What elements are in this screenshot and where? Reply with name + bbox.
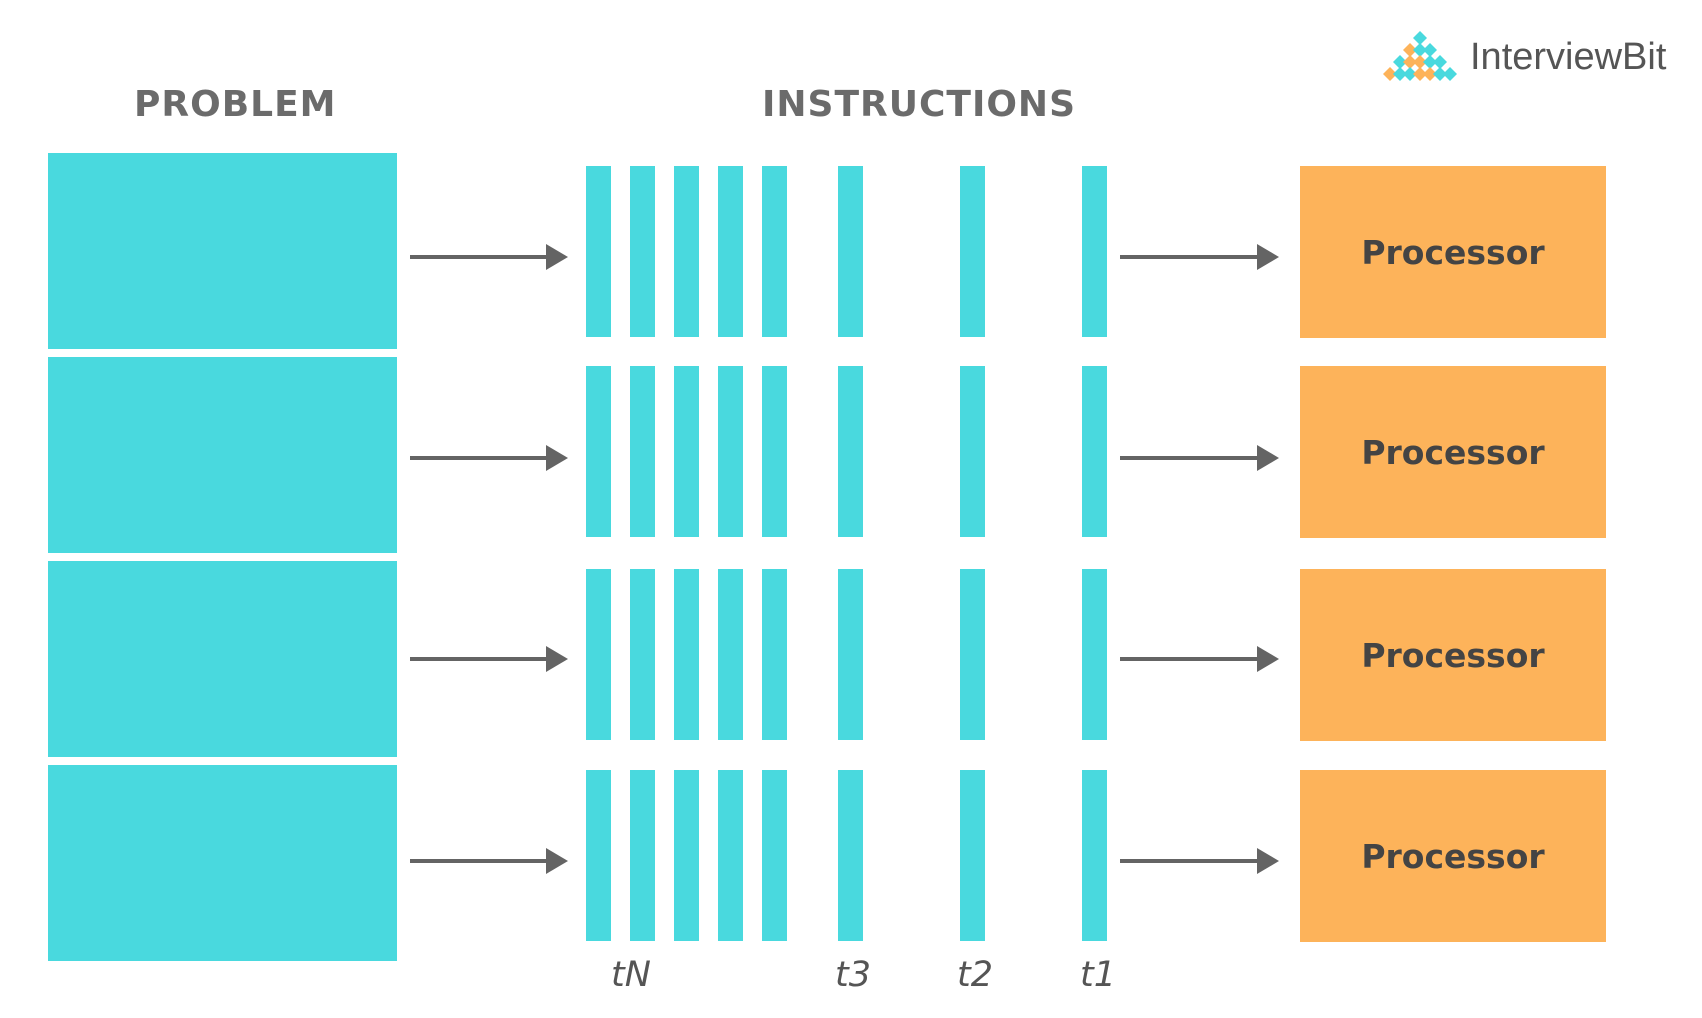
instruction-bar: [674, 770, 699, 941]
instruction-bar: [838, 770, 863, 941]
instruction-bar: [960, 166, 985, 337]
instructions-to-processor-arrow: [1120, 848, 1279, 874]
time-label-tN: tN: [611, 955, 651, 995]
instruction-bar: [718, 166, 743, 337]
problem-to-instructions-arrow: [410, 445, 568, 471]
instruction-bar: [960, 770, 985, 941]
problem-block-4: [48, 765, 397, 961]
instruction-bar: [674, 166, 699, 337]
time-label-t2: t2: [957, 955, 993, 995]
instruction-bar: [762, 770, 787, 941]
instruction-bar: [838, 366, 863, 537]
instruction-bar: [674, 569, 699, 740]
processor-label: Processor: [1361, 232, 1545, 272]
instruction-bar: [586, 366, 611, 537]
instruction-bar: [1082, 569, 1107, 740]
processor-box: Processor: [1300, 166, 1606, 338]
instruction-bar: [586, 569, 611, 740]
instruction-bar: [630, 166, 655, 337]
instructions-to-processor-arrow: [1120, 445, 1279, 471]
instruction-bar: [630, 569, 655, 740]
instructions-heading: INSTRUCTIONS: [762, 84, 1076, 125]
instruction-bar: [960, 366, 985, 537]
processor-label: Processor: [1361, 836, 1545, 876]
instruction-bar: [1082, 366, 1107, 537]
instruction-bar: [630, 770, 655, 941]
instruction-bar: [718, 366, 743, 537]
instruction-bar: [718, 770, 743, 941]
processor-label: Processor: [1361, 635, 1545, 675]
instruction-bar: [960, 569, 985, 740]
problem-to-instructions-arrow: [410, 646, 568, 672]
interviewbit-logo: InterviewBit: [1378, 30, 1666, 84]
problem-to-instructions-arrow: [410, 848, 568, 874]
logo-text: InterviewBit: [1470, 35, 1667, 78]
instruction-bar: [838, 569, 863, 740]
instruction-bar: [674, 366, 699, 537]
instruction-bar: [1082, 166, 1107, 337]
instruction-bar: [762, 569, 787, 740]
instructions-to-processor-arrow: [1120, 646, 1279, 672]
time-label-t3: t3: [835, 955, 871, 995]
processor-label: Processor: [1361, 432, 1545, 472]
instruction-bar: [586, 770, 611, 941]
instruction-bar: [718, 569, 743, 740]
instruction-bar: [630, 366, 655, 537]
interviewbit-logo-mark-icon: [1383, 31, 1457, 81]
processor-box: Processor: [1300, 569, 1606, 741]
instructions-to-processor-arrow: [1120, 244, 1279, 270]
instruction-bar: [762, 366, 787, 537]
instruction-bar: [586, 166, 611, 337]
instruction-bar: [1082, 770, 1107, 941]
problem-block-2: [48, 357, 397, 553]
processor-box: Processor: [1300, 770, 1606, 942]
problem-heading: PROBLEM: [134, 84, 337, 125]
time-label-t1: t1: [1080, 955, 1116, 995]
processor-box: Processor: [1300, 366, 1606, 538]
problem-block-3: [48, 561, 397, 757]
problem-to-instructions-arrow: [410, 244, 568, 270]
instruction-bar: [838, 166, 863, 337]
problem-block-1: [48, 153, 397, 349]
instruction-bar: [762, 166, 787, 337]
